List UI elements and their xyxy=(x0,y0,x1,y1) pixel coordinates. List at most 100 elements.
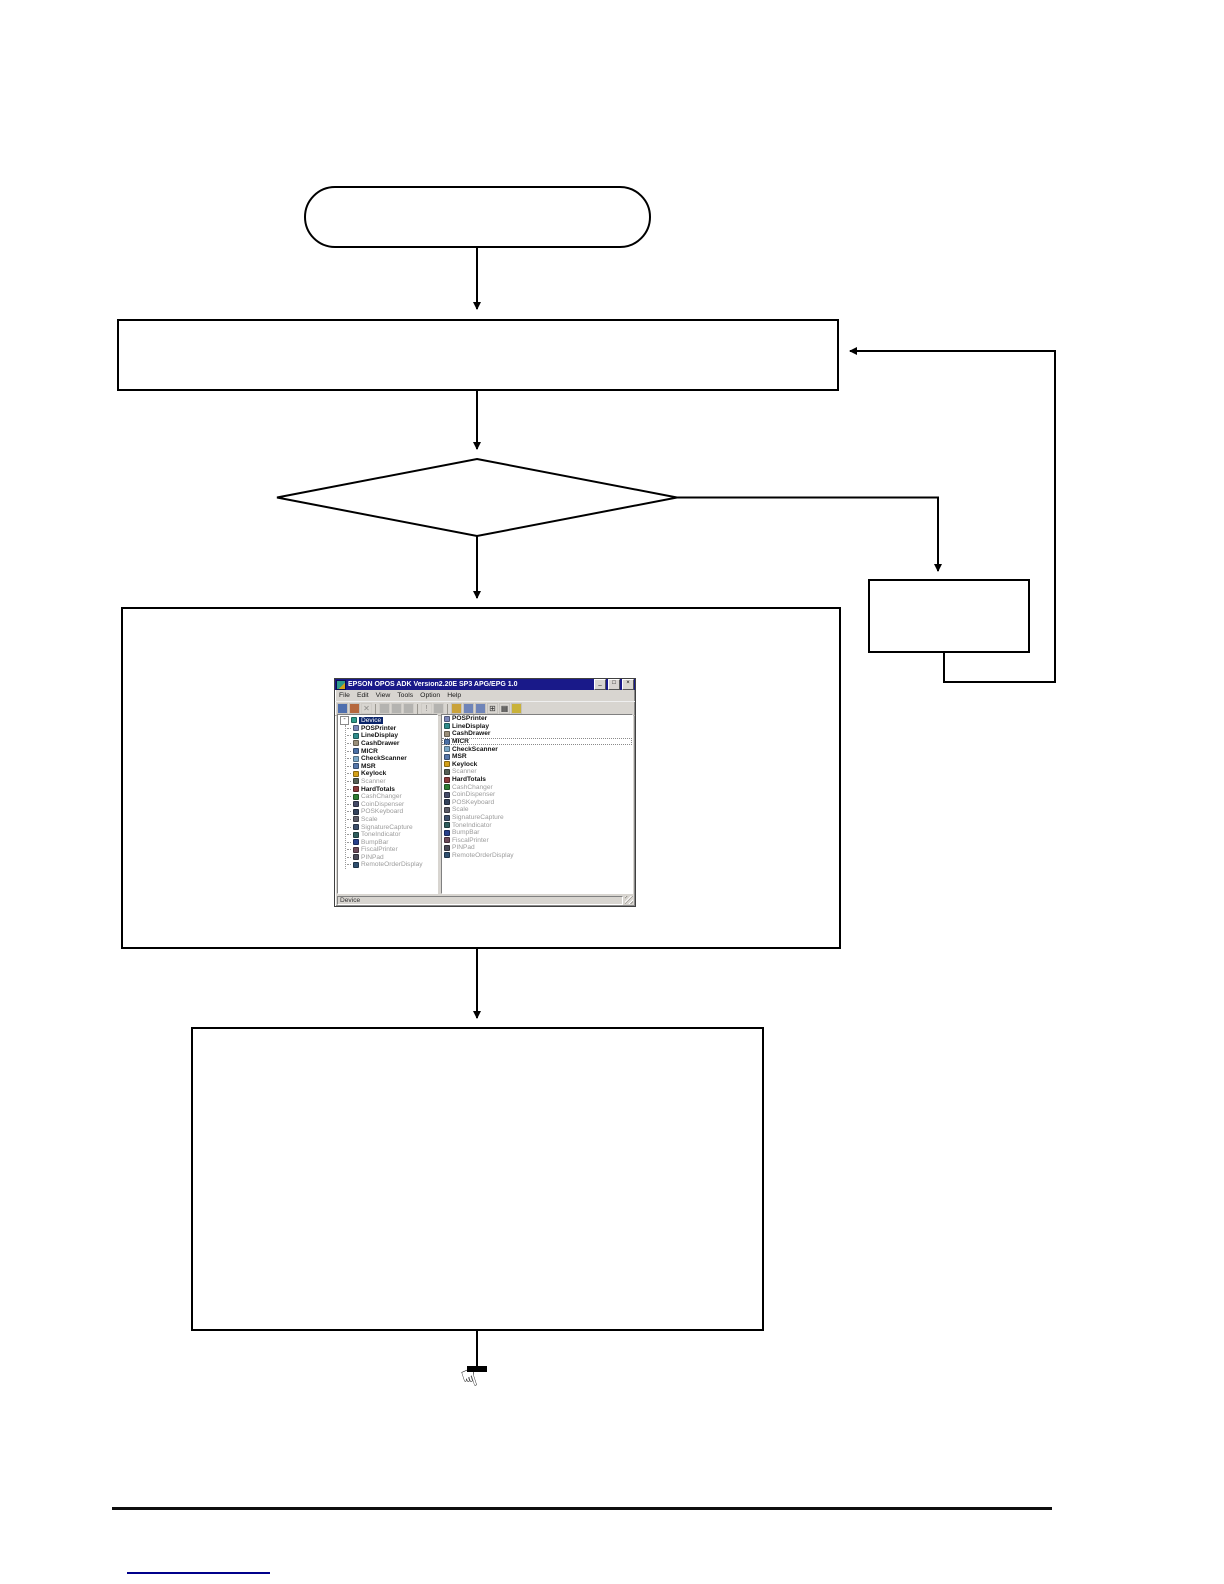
coindispenser-icon xyxy=(353,801,359,808)
list-item-keylock[interactable]: Keylock xyxy=(442,761,632,769)
poskeyboard-icon xyxy=(353,808,359,815)
tree-expand-icon[interactable] xyxy=(463,703,474,714)
tree-item-poskeyboard[interactable]: POSKeyboard xyxy=(346,808,437,816)
tree-branch-line xyxy=(347,826,351,828)
menu-help[interactable]: Help xyxy=(447,692,462,699)
menu-edit[interactable]: Edit xyxy=(356,692,369,699)
pinpad-icon xyxy=(353,854,359,861)
maximize-button[interactable]: □ xyxy=(608,679,620,690)
device-label: RemoteOrderDisplay xyxy=(452,851,514,859)
list-item-poskeyboard[interactable]: POSKeyboard xyxy=(442,799,632,807)
detail-view-icon[interactable]: ▦ xyxy=(499,703,510,714)
tree-item-toneindicator[interactable]: ToneIndicator xyxy=(346,831,437,839)
tree-item-posprinter[interactable]: POSPrinter xyxy=(346,725,437,733)
tree-branch-line xyxy=(347,811,351,813)
cashdrawer-icon xyxy=(444,730,450,737)
list-item-scanner[interactable]: Scanner xyxy=(442,768,632,776)
tree-branch-line xyxy=(347,780,351,782)
process-box-2 xyxy=(191,1027,764,1331)
msr-icon xyxy=(353,763,359,770)
folder-icon[interactable] xyxy=(451,703,462,714)
delete-device-icon[interactable]: ✕ xyxy=(361,703,372,714)
scale-icon xyxy=(444,806,450,813)
footer-link-underline[interactable] xyxy=(127,1572,270,1574)
tree-item-scanner[interactable]: Scanner xyxy=(346,778,437,786)
device-label: Scanner xyxy=(452,768,477,776)
tree-branch-line xyxy=(347,849,351,851)
device-label: POSPrinter xyxy=(452,715,488,723)
tree-branch-line xyxy=(347,818,351,820)
remoteorderdisplay-icon xyxy=(353,861,359,868)
property-icon[interactable]: ! xyxy=(421,703,432,714)
tree-item-bumpbar[interactable]: BumpBar xyxy=(346,838,437,846)
menu-option[interactable]: Option xyxy=(420,692,441,699)
list-item-pinpad[interactable]: PINPad xyxy=(442,844,632,852)
list-item-cashchanger[interactable]: CashChanger xyxy=(442,783,632,791)
copy-icon[interactable] xyxy=(391,703,402,714)
menu-tools[interactable]: Tools xyxy=(397,692,414,699)
list-item-coindispenser[interactable]: CoinDispenser xyxy=(442,791,632,799)
tree-item-pinpad[interactable]: PINPad xyxy=(346,854,437,862)
minimize-button[interactable]: _ xyxy=(594,679,606,690)
device-label: CoinDispenser xyxy=(452,791,496,799)
menu-bar: File Edit View Tools Option Help xyxy=(335,690,635,701)
connector-exit-cap xyxy=(467,1366,487,1372)
pinpad-icon xyxy=(444,844,450,851)
paste-icon[interactable] xyxy=(403,703,414,714)
check-health-icon[interactable] xyxy=(349,703,360,714)
list-item-hardtotals[interactable]: HardTotals xyxy=(442,776,632,784)
tree-root-row[interactable]: - Device xyxy=(338,715,437,725)
list-item-signaturecapture[interactable]: SignatureCapture xyxy=(442,814,632,822)
list-item-linedisplay[interactable]: LineDisplay xyxy=(442,723,632,731)
tree-expander-icon[interactable]: - xyxy=(340,715,349,725)
list-view-icon[interactable]: ⊞ xyxy=(487,703,498,714)
micr-icon xyxy=(353,748,359,755)
tree-item-signaturecapture[interactable]: SignatureCapture xyxy=(346,823,437,831)
list-item-checkscanner[interactable]: CheckScanner xyxy=(442,745,632,753)
tree-item-coindispenser[interactable]: CoinDispenser xyxy=(346,800,437,808)
close-button[interactable]: × xyxy=(622,679,634,690)
list-item-scale[interactable]: Scale xyxy=(442,806,632,814)
list-item-remoteorderdisplay[interactable]: RemoteOrderDisplay xyxy=(442,852,632,860)
list-item-msr[interactable]: MSR xyxy=(442,753,632,761)
tree-item-cashdrawer[interactable]: CashDrawer xyxy=(346,740,437,748)
resize-grip-icon[interactable] xyxy=(625,896,633,904)
tree-item-fiscalprinter[interactable]: FiscalPrinter xyxy=(346,846,437,854)
list-item-fiscalprinter[interactable]: FiscalPrinter xyxy=(442,837,632,845)
device-label: CashDrawer xyxy=(452,730,491,738)
list-item-cashdrawer[interactable]: CashDrawer xyxy=(442,730,632,738)
device-label: POSKeyboard xyxy=(361,808,404,816)
scanner-icon xyxy=(353,778,359,785)
tree-collapse-icon[interactable] xyxy=(475,703,486,714)
list-item-bumpbar[interactable]: BumpBar xyxy=(442,829,632,837)
menu-file[interactable]: File xyxy=(339,692,350,699)
list-item-toneindicator[interactable]: ToneIndicator xyxy=(442,821,632,829)
device-label: HardTotals xyxy=(452,776,486,784)
linedisplay-icon xyxy=(444,723,450,730)
report-icon[interactable] xyxy=(433,703,444,714)
tree-item-cashchanger[interactable]: CashChanger xyxy=(346,793,437,801)
tree-item-hardtotals[interactable]: HardTotals xyxy=(346,785,437,793)
tree-item-msr[interactable]: MSR xyxy=(346,762,437,770)
tree-branch-line xyxy=(347,788,351,790)
posprinter-icon xyxy=(353,725,359,732)
tree-item-checkscanner[interactable]: CheckScanner xyxy=(346,755,437,763)
list-item-micr[interactable]: MICR xyxy=(442,737,632,746)
cut-icon[interactable] xyxy=(379,703,390,714)
list-item-posprinter[interactable]: POSPrinter xyxy=(442,715,632,723)
tree-item-remoteorderdisplay[interactable]: RemoteOrderDisplay xyxy=(346,861,437,869)
tree-item-linedisplay[interactable]: LineDisplay xyxy=(346,732,437,740)
help-key-icon[interactable] xyxy=(511,703,522,714)
device-label: Keylock xyxy=(452,760,478,768)
menu-view[interactable]: View xyxy=(375,692,391,699)
tree-item-keylock[interactable]: Keylock xyxy=(346,770,437,778)
tree-item-scale[interactable]: Scale xyxy=(346,816,437,824)
setup-device-icon[interactable] xyxy=(337,703,348,714)
device-label: BumpBar xyxy=(452,829,480,837)
tree-item-micr[interactable]: MICR xyxy=(346,747,437,755)
loop-process-box xyxy=(868,579,1030,653)
